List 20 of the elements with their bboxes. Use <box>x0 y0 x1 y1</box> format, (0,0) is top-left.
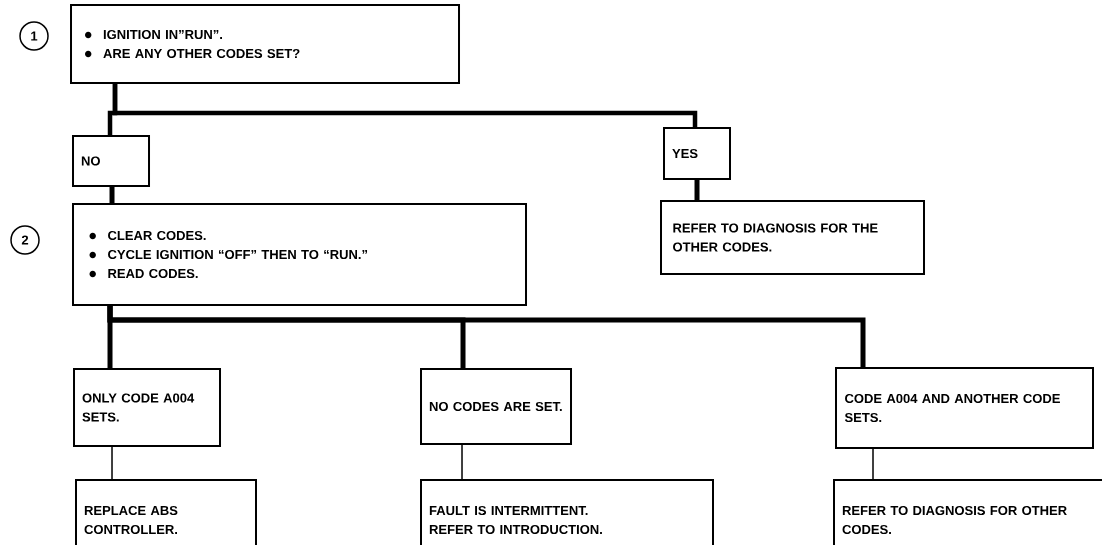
step-box: REFER TO DIAGNOSIS FOR OTHER CODES. <box>833 479 1102 545</box>
step-box: CODE A004 AND ANOTHER CODE SETS. <box>835 367 1094 449</box>
step-box: CLEAR CODES. CYCLE IGNITION “OFF” THEN TO “RUN.” READ CODES. <box>72 203 527 306</box>
connector-line <box>107 306 866 367</box>
connector-line <box>111 446 113 480</box>
step-number: 2 <box>10 225 40 255</box>
step-number: 1 <box>19 21 49 51</box>
step-box: IGNITION IN”RUN”. ARE ANY OTHER CODES SET? <box>70 4 460 84</box>
connector-line <box>694 180 700 200</box>
connector-line <box>109 187 115 203</box>
step-box: YES <box>663 127 731 180</box>
step-box: ONLY CODE A004 SETS. <box>73 368 221 447</box>
step-box: REPLACE ABS CONTROLLER. <box>75 479 257 545</box>
step-box: FAULT IS INTERMITTENT. REFER TO INTRODUCTION. <box>420 479 714 545</box>
connector-line <box>461 444 463 480</box>
connector-line <box>872 448 874 480</box>
step-box: REFER TO DIAGNOSIS FOR THE OTHER CODES. <box>660 200 925 275</box>
step-box: NO CODES ARE SET. <box>420 368 572 445</box>
connector-line <box>112 84 698 127</box>
step-box: NO <box>72 135 150 187</box>
